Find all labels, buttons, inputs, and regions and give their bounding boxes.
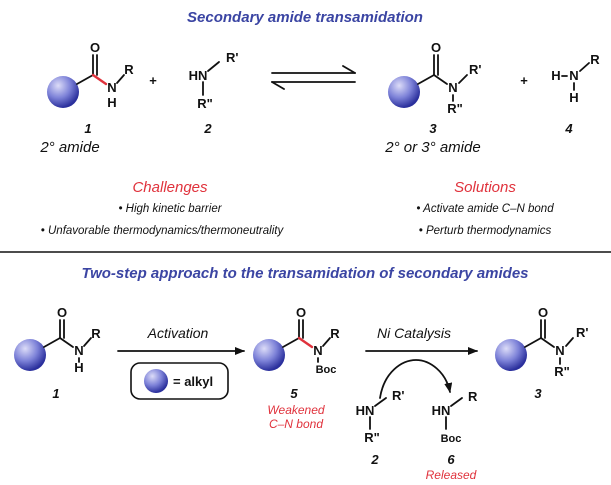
equilibrium-arrows <box>271 65 356 90</box>
alkyl-sphere-icon <box>388 76 420 108</box>
r-prime-group: R' <box>469 62 481 77</box>
r-prime-group: R' <box>576 325 588 340</box>
compound-4-number: 4 <box>564 121 573 136</box>
r-group: R <box>330 326 340 341</box>
r-double-prime-group: R" <box>197 96 213 111</box>
oxygen-atom: O <box>90 40 100 55</box>
bottom-title: Two-step approach to the transamidation … <box>81 265 528 282</box>
r-group: R <box>91 326 101 341</box>
alkyl-sphere-icon <box>495 339 527 371</box>
weakened-note: Weakened <box>267 403 324 417</box>
activation-label: Activation <box>147 325 209 341</box>
oxygen-atom: O <box>538 305 548 320</box>
plus-sign: + <box>149 73 157 88</box>
alkyl-sphere-icon <box>144 369 168 393</box>
hn-group: HN <box>356 403 375 418</box>
solution-item: • Perturb thermodynamics <box>419 225 552 237</box>
compound-3-number: 3 <box>429 121 437 136</box>
nitrogen-atom: N <box>74 343 83 358</box>
compound-2-number: 2 <box>203 121 212 136</box>
r-double-prime-group: R" <box>554 364 570 379</box>
compound-2-structure: HN R' R" <box>356 388 405 445</box>
challenge-item: • High kinetic barrier <box>118 203 222 215</box>
nitrogen-atom: N <box>448 80 457 95</box>
curved-exchange-arrow <box>379 359 453 399</box>
r-prime-group: R' <box>392 388 404 403</box>
top-title: Secondary amide transamidation <box>187 9 423 26</box>
compound-3-number: 3 <box>534 386 542 401</box>
compound-5-structure: O N R Boc <box>253 305 340 376</box>
compound-1-number: 1 <box>52 386 59 401</box>
oxygen-atom: O <box>296 305 306 320</box>
compound-6-structure: HN R Boc <box>432 389 478 445</box>
r-double-prime-group: R" <box>447 101 463 116</box>
released-note: Released <box>426 468 477 482</box>
hydrogen-atom: H <box>551 68 560 83</box>
compound-3-label: 2° or 3° amide <box>384 139 480 156</box>
boc-group: Boc <box>316 364 337 376</box>
nitrogen-atom: N <box>313 343 322 358</box>
r-group: R <box>468 389 478 404</box>
compound-2-structure: HN R' R" <box>189 50 239 111</box>
hn-group: HN <box>432 403 451 418</box>
hydrogen-atom: H <box>569 90 578 105</box>
r-group: R <box>124 62 134 77</box>
boc-group: Boc <box>441 433 462 445</box>
compound-5-number: 5 <box>290 386 298 401</box>
cn-bond-highlight <box>297 336 314 349</box>
compound-1-structure: O N R H <box>47 40 134 110</box>
compound-6-number: 6 <box>447 452 455 467</box>
alkyl-legend: = alkyl <box>130 362 229 400</box>
compound-3-structure: O N R' R" <box>495 305 588 379</box>
r-group: R <box>590 52 600 67</box>
nitrogen-atom: N <box>569 68 578 83</box>
nitrogen-atom: N <box>555 343 564 358</box>
challenges-heading: Challenges <box>132 179 208 196</box>
alkyl-sphere-icon <box>47 76 79 108</box>
hydrogen-atom: H <box>107 95 116 110</box>
hn-group: HN <box>189 68 208 83</box>
solution-item: • Activate amide C–N bond <box>416 203 554 215</box>
cn-bond-note: C–N bond <box>269 417 323 431</box>
ni-catalysis-label: Ni Catalysis <box>377 325 451 341</box>
compound-1-label: 2° amide <box>39 139 99 156</box>
oxygen-atom: O <box>431 40 441 55</box>
nitrogen-atom: N <box>107 80 116 95</box>
plus-sign: + <box>520 73 528 88</box>
cn-bond-highlight <box>91 73 108 86</box>
alkyl-sphere-icon <box>14 339 46 371</box>
compound-2-number: 2 <box>370 452 379 467</box>
challenge-item: • Unfavorable thermodynamics/thermoneutr… <box>41 225 285 237</box>
r-double-prime-group: R" <box>364 430 380 445</box>
hydrogen-atom: H <box>74 360 83 375</box>
compound-1-number: 1 <box>84 121 91 136</box>
solutions-heading: Solutions <box>454 179 516 196</box>
oxygen-atom: O <box>57 305 67 320</box>
alkyl-sphere-icon <box>253 339 285 371</box>
legend-label: = alkyl <box>173 374 213 389</box>
compound-4-structure: H N R H <box>551 52 600 105</box>
compound-3-structure: O N R' R" <box>388 40 481 116</box>
compound-1-structure: O N R H <box>14 305 101 375</box>
r-prime-group: R' <box>226 50 238 65</box>
